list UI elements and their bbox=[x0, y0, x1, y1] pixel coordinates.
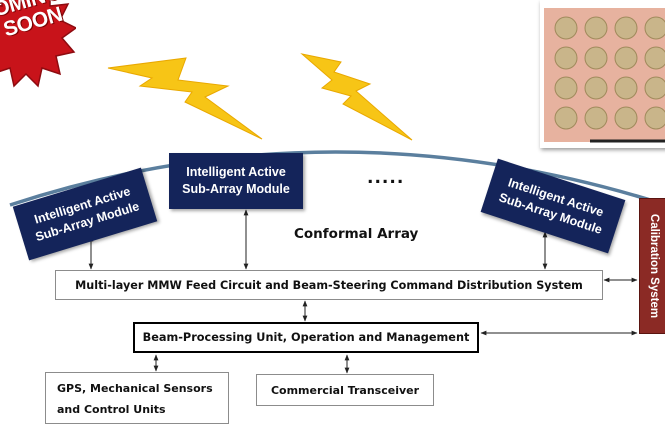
antenna-patch bbox=[554, 46, 578, 70]
sub-array-module: Intelligent Active Sub-Array Module bbox=[169, 153, 303, 209]
antenna-patch bbox=[614, 76, 638, 100]
more-modules-ellipsis: ..... bbox=[367, 168, 405, 188]
antenna-patch bbox=[644, 16, 665, 40]
antenna-patch bbox=[644, 76, 665, 100]
antenna-patch bbox=[554, 106, 578, 130]
antenna-array-thumbnail bbox=[540, 0, 665, 148]
antenna-patch bbox=[614, 16, 638, 40]
antenna-patch bbox=[644, 46, 665, 70]
conformal-array-label: Conformal Array bbox=[294, 226, 419, 242]
lightning-bolt-icon bbox=[300, 53, 413, 141]
antenna-patch bbox=[614, 46, 638, 70]
sensors-control-box: GPS, Mechanical Sensors and Control Unit… bbox=[45, 372, 229, 424]
antenna-board-image bbox=[544, 8, 665, 143]
beam-processing-unit-box: Beam-Processing Unit, Operation and Mana… bbox=[133, 322, 479, 353]
antenna-patch bbox=[584, 16, 608, 40]
starburst-icon bbox=[0, 0, 76, 88]
antenna-patch bbox=[614, 106, 638, 130]
lightning-bolt-icon bbox=[107, 57, 263, 140]
antenna-patch bbox=[554, 16, 578, 40]
feed-distribution-system-box: Multi-layer MMW Feed Circuit and Beam-St… bbox=[55, 270, 603, 300]
calibration-system-label: Calibration System bbox=[648, 213, 660, 319]
antenna-patch bbox=[584, 46, 608, 70]
antenna-patch bbox=[644, 106, 665, 130]
antenna-patch bbox=[584, 76, 608, 100]
antenna-patch bbox=[584, 106, 608, 130]
calibration-system-box: Calibration System bbox=[639, 198, 665, 334]
coming-soon-badge: OMING SOON bbox=[0, 0, 76, 92]
commercial-transceiver-box: Commercial Transceiver bbox=[256, 374, 434, 406]
antenna-patch bbox=[554, 76, 578, 100]
